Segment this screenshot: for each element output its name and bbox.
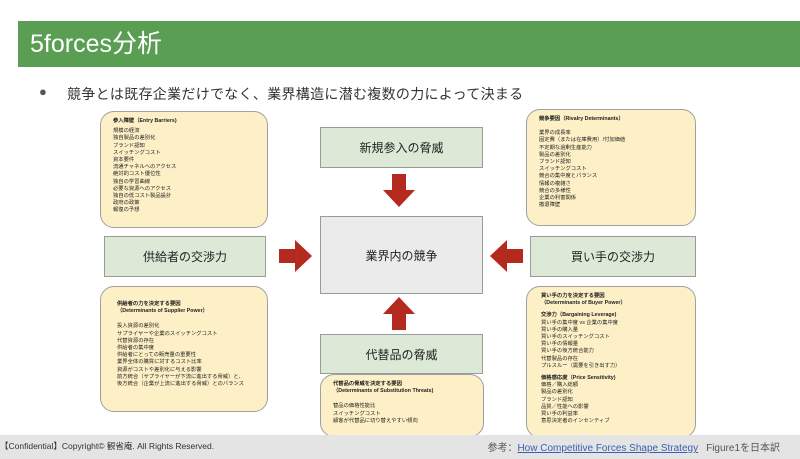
list-item: 買い手の利益率 bbox=[541, 411, 579, 418]
list-item: 業界の成長率 bbox=[539, 130, 571, 137]
new-entrants-box: 新規参入の脅威 bbox=[320, 127, 483, 168]
list-item: 買い手のスイッチングコスト bbox=[541, 334, 610, 341]
entry-barriers-list: 規模の経済 独自製品の差別化 ブランド認知 スイッチングコスト 資本要件 流通チ… bbox=[113, 128, 255, 214]
rivalry-determinants-note: 競争要因（Rivalry Determinants） 業界の成長率 固定費（また… bbox=[526, 109, 696, 226]
list-item: 不定期な過剰生産能力 bbox=[539, 144, 592, 151]
list-item: 顧客が代替品に切り替えやすい傾向 bbox=[333, 417, 418, 424]
list-item: 固定費（または在庫費用）/付加価値 bbox=[539, 137, 626, 144]
list-item: 後方統合（企業が上流に進出する脅威）とのバランス bbox=[117, 381, 244, 388]
sensitivity-heading: 価格感応度（Price Sensitivity) bbox=[541, 375, 616, 382]
list-item: 流通チャネルへのアクセス bbox=[113, 164, 177, 171]
list-item: 価格／購入総額 bbox=[541, 382, 579, 389]
supplier-heading: 供給者の力を決定する要因 bbox=[117, 301, 181, 307]
list-item: 業界全体の購買に対するコスト比率 bbox=[117, 359, 202, 366]
rivalry-heading: 競争要因（Rivalry Determinants） bbox=[539, 116, 624, 122]
reference-prefix: 参考： bbox=[487, 443, 518, 454]
list-item: ブランド認知 bbox=[113, 142, 145, 149]
substitution-heading-en: （Determinants of Substitution Threats) bbox=[333, 388, 434, 395]
list-item: 規模の経済 bbox=[113, 128, 140, 135]
list-item: 買い手の後方統合能力 bbox=[541, 348, 594, 355]
bullet-text: 競争とは既存企業だけでなく、業界構造に潜む複数の力によって決まる bbox=[67, 86, 524, 102]
list-item: 品質／性能への影響 bbox=[541, 403, 589, 410]
supplier-power-note: 供給者の力を決定する要因 （Determinants of Supplier P… bbox=[100, 286, 268, 412]
suppliers-box: 供給者の交渉力 bbox=[104, 236, 266, 277]
list-item: 情報の複雑さ bbox=[539, 180, 571, 187]
list-item: 報復の予想 bbox=[113, 207, 140, 214]
buyer-heading: 買い手の力を決定する要因 bbox=[541, 293, 605, 299]
list-item: 投入資源の差別化 bbox=[117, 323, 160, 330]
list-item: 代替製品の存在 bbox=[541, 355, 579, 362]
substitution-list: 替品の価格性能比 スイッチングコスト 顧客が代替品に切り替えやすい傾向 bbox=[333, 403, 471, 425]
reference: 参考：How Competitive Forces Shape Strategy… bbox=[487, 439, 780, 454]
rivalry-list: 業界の成長率 固定費（または在庫費用）/付加価値 不定期な過剰生産能力 製品の差… bbox=[539, 130, 683, 209]
supplier-list: 投入資源の差別化 サプライヤーや企業のスイッチングコスト 代替資源の存在 供給者… bbox=[117, 323, 255, 388]
list-item: 撤退障壁 bbox=[539, 202, 561, 209]
buyers-box: 買い手の交渉力 bbox=[530, 236, 696, 277]
list-item: 独自の学習曲線 bbox=[113, 178, 151, 185]
list-item: 意思決定者のインセンティブ bbox=[541, 418, 610, 425]
supplier-heading-en: （Determinants of Supplier Power） bbox=[117, 308, 208, 315]
slide-title: 5forces分析 bbox=[30, 30, 162, 58]
footer: 【Confidential】Copyright© 観省庵. All Rights… bbox=[0, 435, 800, 459]
list-item: 絶対的コスト優位性 bbox=[113, 171, 161, 178]
list-item: 政府の政策 bbox=[113, 200, 140, 207]
new-entrants-label: 新規参入の脅威 bbox=[359, 141, 444, 155]
substitution-heading: 代替品の脅威を決定する要因 bbox=[333, 381, 402, 387]
title-bar: 5forces分析 bbox=[18, 21, 800, 67]
list-item: 資源がコストや差別化に与える影響 bbox=[117, 366, 202, 373]
list-item: スイッチングコスト bbox=[539, 166, 587, 173]
arrow-right-icon bbox=[279, 240, 312, 272]
suppliers-label: 供給者の交渉力 bbox=[142, 250, 227, 264]
list-item: 必要な資源へのアクセス bbox=[113, 185, 172, 192]
buyer-power-note: 買い手の力を決定する要因 （Determinants of Buyer Powe… bbox=[526, 286, 696, 438]
leverage-heading: 交渉力（Bargaining Leverage) bbox=[541, 312, 617, 319]
arrow-left-icon bbox=[490, 240, 523, 272]
list-item: サプライヤーや企業のスイッチングコスト bbox=[117, 330, 218, 337]
substitution-threats-note: 代替品の脅威を決定する要因 （Determinants of Substitut… bbox=[320, 374, 484, 437]
list-item: 独自製品の差別化 bbox=[113, 135, 156, 142]
copyright-text: 【Confidential】Copyright© 観省庵. All Rights… bbox=[0, 441, 215, 451]
arrow-up-icon bbox=[383, 297, 415, 330]
list-item: 競合の集中度とバランス bbox=[539, 173, 598, 180]
list-item: 供給者にとっての販売量の重要性 bbox=[117, 352, 197, 359]
buyers-label: 買い手の交渉力 bbox=[570, 250, 655, 264]
list-item: 企業の利害関係 bbox=[539, 195, 577, 202]
list-item: 独自の低コスト製品設計 bbox=[113, 193, 172, 200]
list-item: 製品の差別化 bbox=[539, 151, 571, 158]
reference-link[interactable]: How Competitive Forces Shape Strategy bbox=[517, 443, 699, 454]
list-item: 供給者の集中度 bbox=[117, 345, 155, 352]
list-item: スイッチングコスト bbox=[113, 149, 161, 156]
industry-rivalry-label: 業界内の競争 bbox=[365, 248, 438, 263]
bullet-marker: ● bbox=[39, 84, 47, 99]
list-item: 前方統合（サプライヤーが下流に進出する脅威）と、 bbox=[117, 373, 244, 380]
list-item: 製品の差別化 bbox=[541, 389, 573, 396]
leverage-list: 買い手の集中度 vs 企業の集中度 買い手の購入量 買い手のスイッチングコスト … bbox=[541, 320, 683, 370]
list-item: ブランド認知 bbox=[541, 396, 573, 403]
buyer-heading-en: （Determinants of Buyer Power） bbox=[541, 300, 626, 307]
list-item: ブランド認知 bbox=[539, 159, 571, 166]
list-item: スイッチングコスト bbox=[333, 410, 381, 417]
list-item: 買い手の情報量 bbox=[541, 341, 579, 348]
list-item: プルスルー（需要を引き出す力） bbox=[541, 362, 621, 369]
list-item: 替品の価格性能比 bbox=[333, 403, 376, 410]
list-item: 買い手の購入量 bbox=[541, 326, 579, 333]
entry-barriers-note: 参入障壁（Entry Barriers) 規模の経済 独自製品の差別化 ブランド… bbox=[100, 111, 268, 228]
sensitivity-list: 価格／購入総額 製品の差別化 ブランド認知 品質／性能への影響 買い手の利益率 … bbox=[541, 382, 683, 425]
substitutes-box: 代替品の脅威 bbox=[320, 334, 483, 374]
list-item: 資本要件 bbox=[113, 157, 135, 164]
substitutes-label: 代替品の脅威 bbox=[365, 347, 438, 362]
list-item: 代替資源の存在 bbox=[117, 337, 155, 344]
entry-barriers-heading: 参入障壁（Entry Barriers) bbox=[113, 118, 177, 124]
reference-suffix: Figure1を日本訳 bbox=[706, 443, 780, 454]
list-item: 買い手の集中度 vs 企業の集中度 bbox=[541, 319, 619, 326]
industry-rivalry-box: 業界内の競争 bbox=[320, 216, 483, 294]
arrow-down-icon bbox=[383, 174, 415, 207]
list-item: 競合の多様性 bbox=[539, 187, 571, 194]
